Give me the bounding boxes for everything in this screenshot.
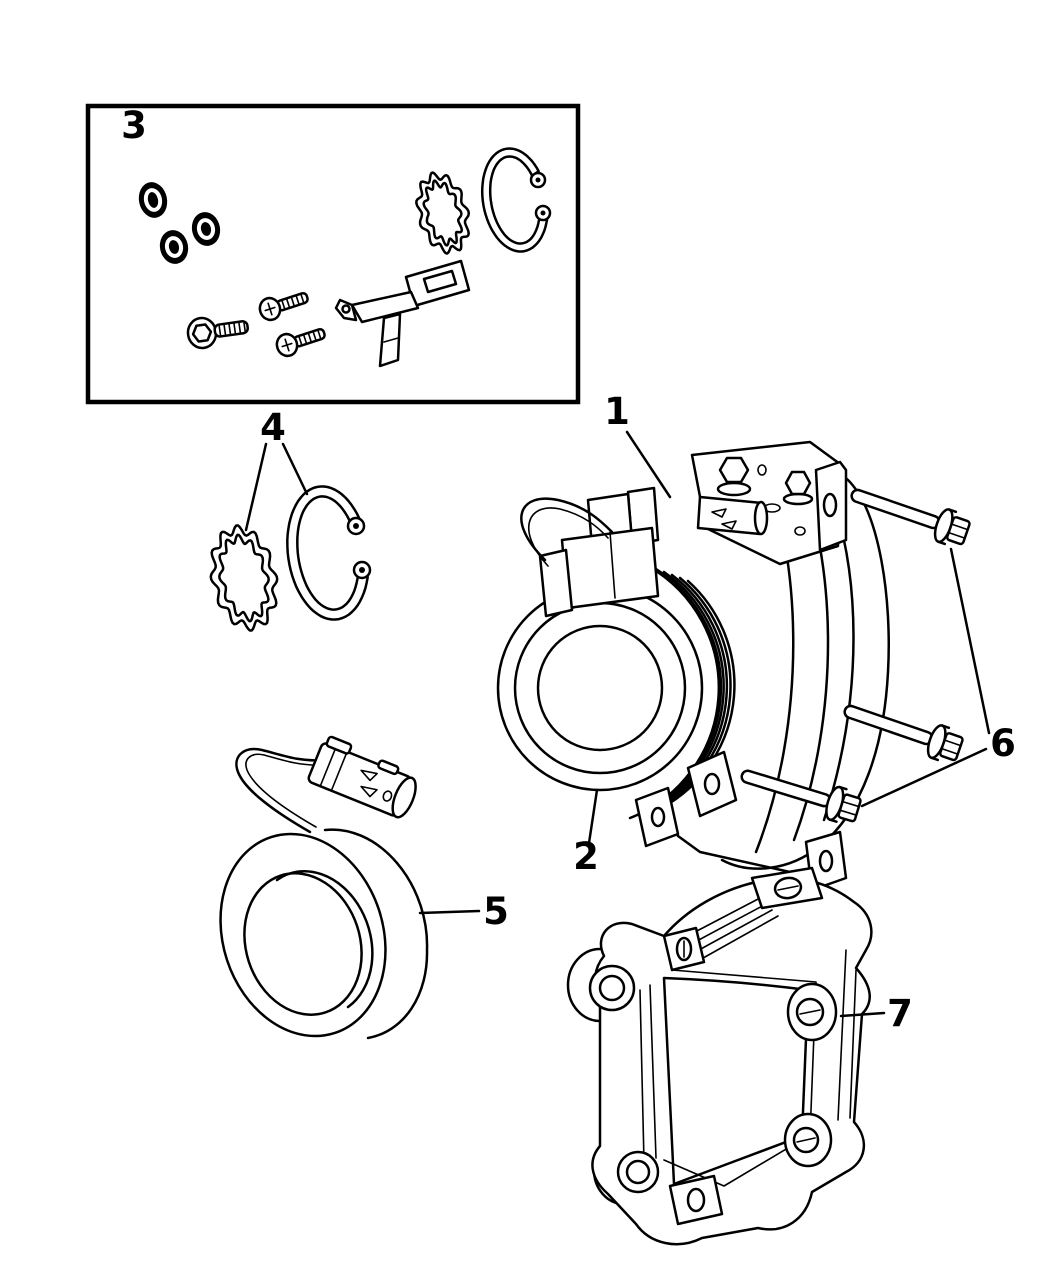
- seal-and-ring-set: [209, 485, 372, 632]
- o-ring: [191, 212, 221, 246]
- seal-gasket: [209, 524, 279, 632]
- o-ring: [159, 230, 189, 264]
- callout-4: 4: [260, 406, 286, 449]
- bracket-hole: [616, 1150, 660, 1194]
- bracket-hole: [792, 1126, 820, 1154]
- o-ring: [138, 182, 168, 218]
- mounting-bolt: [850, 488, 971, 546]
- bracket-window: [662, 976, 810, 1186]
- callout-1: 1: [604, 390, 630, 433]
- callout-6: 6: [990, 722, 1016, 765]
- phillips-screw: [275, 327, 326, 358]
- hex-flange-bolt: [186, 316, 249, 350]
- ground-strap: [334, 259, 471, 368]
- mounting-bolt: [740, 769, 862, 823]
- coil-wire: [235, 747, 324, 834]
- seal-gasket: [415, 171, 471, 255]
- ac-compressor: [496, 440, 890, 892]
- top-manifold: [690, 440, 842, 566]
- port-fitting-hex: [784, 470, 812, 496]
- phillips-screw: [258, 291, 309, 322]
- kit-box-border: [85, 103, 581, 405]
- port-fitting-hex: [718, 456, 750, 484]
- callout-2: 2: [573, 835, 599, 878]
- leader-line-1: [625, 430, 672, 499]
- field-coil: [219, 735, 429, 1040]
- leader-line-6b: [860, 747, 988, 808]
- callout-5: 5: [483, 890, 509, 933]
- callout-7: 7: [887, 992, 913, 1035]
- connector-housing: [538, 486, 660, 618]
- o-ring-washers: [138, 182, 221, 264]
- bracket-hole: [795, 997, 825, 1027]
- wire-loop: [520, 497, 614, 567]
- front-mount-lugs: [634, 750, 848, 892]
- mounting-bolt: [843, 704, 964, 762]
- rear-mount-lug: [814, 460, 848, 552]
- mounting-bolts: [740, 488, 971, 823]
- suction-fitting: [696, 495, 769, 536]
- callout-3: 3: [121, 104, 147, 147]
- leader-line-7: [839, 1011, 886, 1018]
- coil-connector: [307, 735, 417, 819]
- snap-ring: [480, 147, 552, 253]
- coil-torus: [219, 828, 429, 1040]
- snap-ring: [286, 485, 372, 621]
- leader-line-2: [587, 788, 599, 845]
- hardware-kit-box: [85, 103, 581, 405]
- coil-back-rim: [323, 828, 429, 1040]
- leader-line-4b: [281, 442, 309, 496]
- leader-line-6a: [949, 547, 991, 735]
- leader-line-5: [418, 909, 481, 915]
- bracket-hole: [588, 964, 636, 1012]
- mounting-bracket: [566, 866, 873, 1246]
- clutch-pulley: [496, 584, 704, 792]
- leader-line-4a: [244, 442, 268, 532]
- callouts: 1 2 3 4 5 6 7: [121, 104, 1016, 1035]
